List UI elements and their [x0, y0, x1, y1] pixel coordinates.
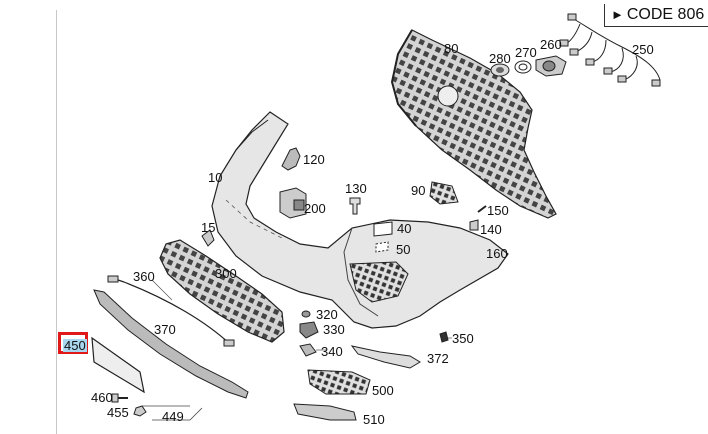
bracket-340[interactable] — [299, 343, 317, 357]
callout-350[interactable]: 350 — [452, 331, 474, 346]
clip-15[interactable] — [201, 229, 215, 247]
callout-330[interactable]: 330 — [323, 322, 345, 337]
sensor-holder-260[interactable] — [535, 55, 567, 77]
callout-80[interactable]: 80 — [444, 41, 459, 56]
callout-460[interactable]: 460 — [91, 390, 113, 405]
lower-grille-500[interactable] — [307, 369, 371, 395]
callout-200[interactable]: 200 — [304, 201, 326, 216]
callout-450[interactable]: 450 — [63, 338, 87, 353]
callout-360[interactable]: 360 — [133, 269, 155, 284]
code-reference[interactable]: ►CODE 806 — [604, 4, 708, 27]
screw-460[interactable] — [111, 393, 128, 403]
callout-500[interactable]: 500 — [372, 383, 394, 398]
callout-50[interactable]: 50 — [396, 242, 411, 257]
bumper-cover[interactable] — [211, 111, 509, 329]
clip-130[interactable] — [349, 197, 361, 215]
clip-50[interactable] — [375, 241, 389, 253]
sensor-320[interactable] — [301, 310, 311, 318]
bolt-150[interactable] — [477, 205, 487, 213]
trim-strip-372[interactable] — [350, 345, 421, 369]
sensor-330[interactable] — [299, 321, 319, 339]
wiring-harness-250[interactable] — [559, 13, 661, 87]
callout-270[interactable]: 270 — [515, 45, 537, 60]
control-unit-200[interactable] — [279, 187, 307, 219]
spoiler-370[interactable] — [93, 289, 249, 399]
callout-10[interactable]: 10 — [208, 170, 223, 185]
callout-372[interactable]: 372 — [427, 351, 449, 366]
arrow-right-icon: ► — [611, 7, 624, 22]
callout-120[interactable]: 120 — [303, 152, 325, 167]
clip-40[interactable] — [373, 221, 393, 237]
side-grille-90[interactable] — [429, 181, 459, 205]
clip-140[interactable] — [469, 219, 479, 231]
cable-360[interactable] — [107, 275, 235, 347]
callout-455[interactable]: 455 — [107, 405, 129, 420]
trim-510[interactable] — [293, 403, 357, 421]
callout-40[interactable]: 40 — [397, 221, 412, 236]
callout-260[interactable]: 260 — [540, 37, 562, 52]
license-plate-bracket-450[interactable] — [91, 336, 145, 394]
impact-absorber-300[interactable] — [159, 239, 285, 343]
callout-15[interactable]: 15 — [201, 220, 216, 235]
bracket-120[interactable] — [281, 147, 301, 171]
callout-340[interactable]: 340 — [321, 344, 343, 359]
callout-449[interactable]: 449 — [162, 409, 184, 424]
callout-370[interactable]: 370 — [154, 322, 176, 337]
callout-280[interactable]: 280 — [489, 51, 511, 66]
nut-455[interactable] — [133, 405, 147, 417]
leader-449 — [142, 405, 203, 421]
callout-300[interactable]: 300 — [215, 266, 237, 281]
left-divider — [56, 10, 57, 434]
callout-160[interactable]: 160 — [486, 246, 508, 261]
callout-130[interactable]: 130 — [345, 181, 367, 196]
callout-140[interactable]: 140 — [480, 222, 502, 237]
callout-510[interactable]: 510 — [363, 412, 385, 427]
callout-320[interactable]: 320 — [316, 307, 338, 322]
parking-sensor-280[interactable] — [490, 63, 510, 77]
callout-150[interactable]: 150 — [487, 203, 509, 218]
callout-250[interactable]: 250 — [632, 42, 654, 57]
callout-leaders — [151, 279, 452, 351]
code-label: CODE 806 — [626, 6, 705, 23]
radiator-grille[interactable] — [390, 29, 557, 219]
callout-90[interactable]: 90 — [411, 183, 426, 198]
sensor-ring-270[interactable] — [514, 60, 532, 74]
clip-350[interactable] — [439, 331, 449, 343]
